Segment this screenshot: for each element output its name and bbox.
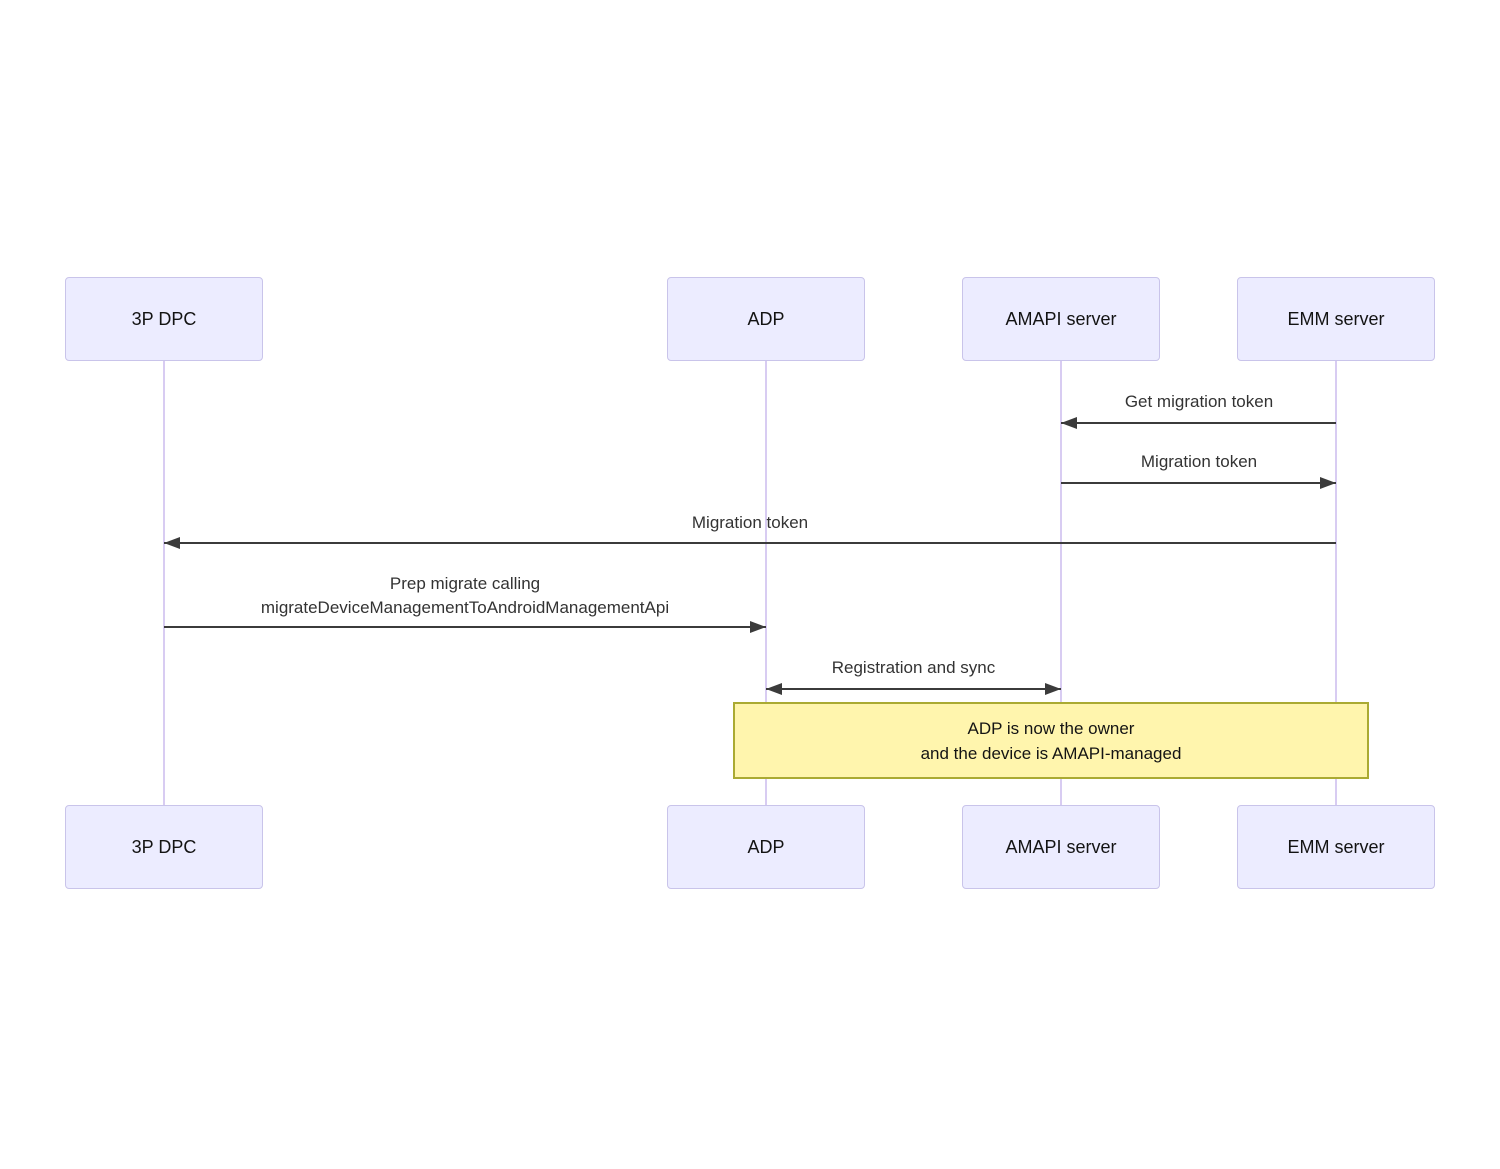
message-line-prep-migrate — [164, 626, 766, 628]
actor-emm-server-top: EMM server — [1237, 277, 1435, 361]
actor-label: 3P DPC — [131, 308, 197, 329]
actor-adp-top: ADP — [667, 277, 865, 361]
message-label-get-migration-token: Get migration token — [1124, 392, 1274, 411]
message-label-migration-token-to-emm: Migration token — [1140, 452, 1258, 471]
message-label-prep-migrate: Prep migrate calling migrateDeviceManage… — [260, 574, 670, 617]
arrow-left-icon — [164, 537, 180, 549]
lifeline-amapi-server — [1060, 361, 1062, 805]
actor-3p-dpc-top: 3P DPC — [65, 277, 263, 361]
actor-label: ADP — [747, 308, 785, 329]
message-label-migration-token-to-dpc: Migration token — [691, 513, 809, 532]
lifeline-emm-server — [1335, 361, 1337, 805]
message-line-get-migration-token — [1061, 422, 1336, 424]
message-line-registration-and-sync — [766, 688, 1061, 690]
actor-3p-dpc-bottom: 3P DPC — [65, 805, 263, 889]
actor-label: 3P DPC — [131, 836, 197, 857]
message-line-migration-token-to-dpc — [164, 542, 1336, 544]
lifeline-3p-dpc — [163, 361, 165, 805]
actor-label: EMM server — [1287, 836, 1385, 857]
message-line-migration-token-to-emm — [1061, 482, 1336, 484]
arrow-left-icon — [766, 683, 782, 695]
arrow-right-icon — [750, 621, 766, 633]
arrow-left-icon — [1061, 417, 1077, 429]
actor-label: AMAPI server — [1005, 308, 1117, 329]
actor-amapi-server-top: AMAPI server — [962, 277, 1160, 361]
note-label: ADP is now the owner and the device is A… — [920, 718, 1182, 763]
arrow-right-icon — [1320, 477, 1336, 489]
note-box: ADP is now the owner and the device is A… — [733, 702, 1369, 779]
actor-label: AMAPI server — [1005, 836, 1117, 857]
message-label-registration-and-sync: Registration and sync — [831, 658, 996, 677]
lifeline-adp — [765, 361, 767, 805]
arrow-right-icon — [1045, 683, 1061, 695]
actor-adp-bottom: ADP — [667, 805, 865, 889]
actor-label: ADP — [747, 836, 785, 857]
actor-amapi-server-bottom: AMAPI server — [962, 805, 1160, 889]
actor-label: EMM server — [1287, 308, 1385, 329]
actor-emm-server-bottom: EMM server — [1237, 805, 1435, 889]
